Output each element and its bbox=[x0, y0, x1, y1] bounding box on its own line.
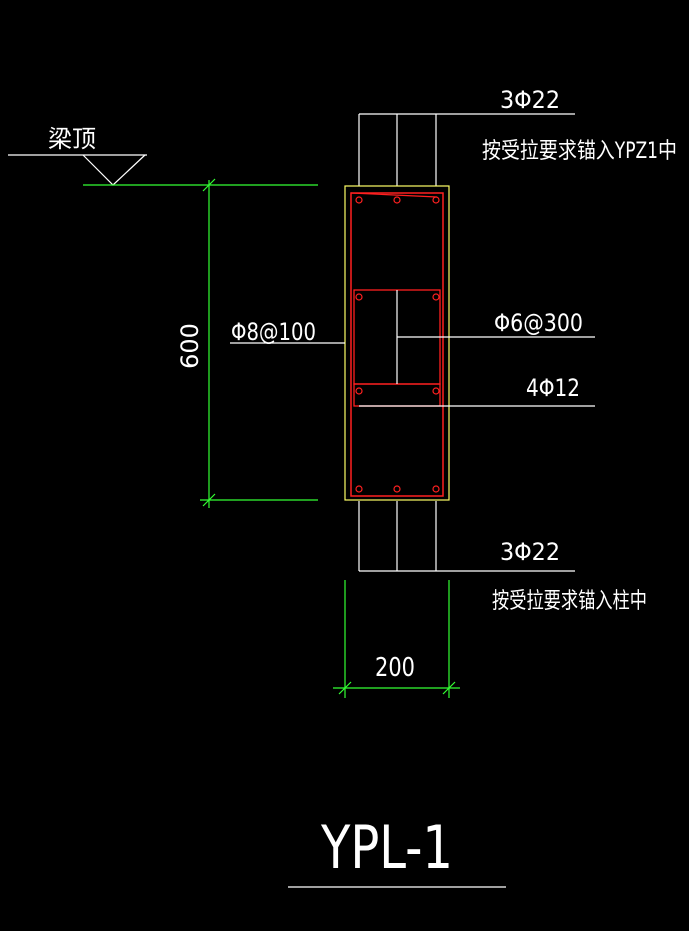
dim-height-text: 600 bbox=[176, 323, 204, 369]
rebar-dot-side-2 bbox=[432, 293, 440, 301]
stirrup-outer bbox=[350, 192, 444, 497]
top-bars-label: 3Φ22 bbox=[500, 86, 560, 114]
stirrup-hook bbox=[350, 192, 438, 198]
drawing-title: YPL-1 bbox=[320, 813, 453, 883]
rebar-cage bbox=[350, 192, 444, 497]
side-bars-label: 4Φ12 bbox=[526, 374, 580, 402]
rebar-dot-side-3 bbox=[355, 387, 363, 395]
column-lines bbox=[358, 114, 437, 572]
rebar-dot-top-mid bbox=[393, 196, 401, 204]
rebar-dot-bottom-left bbox=[355, 485, 363, 493]
bottom-bars-note: 按受拉要求锚入柱中 bbox=[492, 589, 647, 614]
dim-width-text: 200 bbox=[375, 653, 415, 683]
rebar-dot-bottom-right bbox=[432, 485, 440, 493]
bottom-bars bbox=[355, 485, 440, 493]
bottom-bars-label: 3Φ22 bbox=[500, 538, 560, 566]
beam-top-marker: 梁顶 bbox=[8, 125, 318, 186]
stirrup-label: Φ8@100 bbox=[231, 318, 316, 346]
tie-label: Φ6@300 bbox=[494, 309, 583, 337]
top-bars-note: 按受拉要求锚入YPZ1中 bbox=[482, 139, 677, 164]
dim-tick-top bbox=[202, 178, 216, 192]
top-bars bbox=[355, 196, 440, 204]
dim-tick-bottom bbox=[202, 493, 216, 507]
dim-tick-left bbox=[338, 681, 352, 695]
rebar-dot-top-left bbox=[355, 196, 363, 204]
width-dimension: 200 bbox=[333, 580, 460, 698]
dim-tick-right bbox=[442, 681, 456, 695]
rebar-dot-side-1 bbox=[355, 293, 363, 301]
side-bars bbox=[355, 293, 440, 395]
height-dimension: 600 bbox=[176, 178, 318, 508]
drawing-title-block: YPL-1 bbox=[288, 813, 506, 888]
rebar-dot-bottom-mid bbox=[393, 485, 401, 493]
rebar-dot-side-4 bbox=[432, 387, 440, 395]
rebar-dot-top-right bbox=[432, 196, 440, 204]
annotations: 3Φ22 按受拉要求锚入YPZ1中 Φ8@100 Φ6@300 4Φ12 3Φ2… bbox=[230, 86, 677, 614]
beam-top-label: 梁顶 bbox=[48, 125, 96, 153]
